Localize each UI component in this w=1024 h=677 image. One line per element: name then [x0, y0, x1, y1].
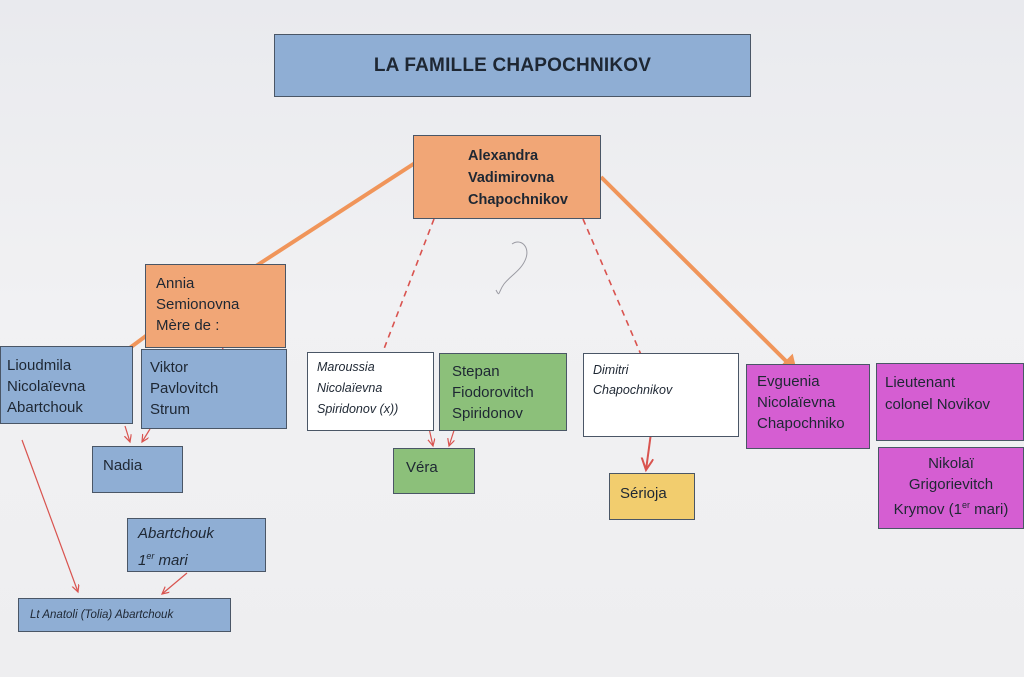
- node-krymov-name: Krymov (1: [893, 501, 962, 518]
- node-krymov: Nikolaï Grigorievitch Krymov (1er mari): [878, 447, 1024, 529]
- node-maroussia-line-2: Nicolaïevna: [317, 381, 383, 395]
- node-krymov-ordinal-sup: er: [962, 500, 971, 510]
- node-stepan-line-3: Spiridonov: [452, 405, 523, 422]
- node-abartchouk: Abartchouk 1er mari: [127, 518, 266, 572]
- node-abartchouk-ordinal: 1: [138, 552, 147, 569]
- link-alexandra-dimitri: [582, 218, 643, 358]
- node-krymov-line-3: Krymov (1er mari): [879, 495, 1023, 520]
- pencil-scribble: [495, 241, 528, 295]
- node-dimitri-line-1: Dimitri: [593, 363, 629, 377]
- node-abartchouk-ordinal-sup: er: [146, 551, 155, 561]
- node-abartchouk-line-2: 1er mari: [138, 545, 265, 572]
- node-krymov-line-1: Nikolaï: [928, 455, 974, 472]
- link-alexandra-annia: [254, 161, 417, 268]
- node-maroussia: Maroussia Nicolaïevna Spiridonov (x)): [307, 352, 434, 431]
- node-viktor-line-3: Strum: [150, 401, 191, 418]
- node-nadia: Nadia: [92, 446, 183, 493]
- link-lioudmila-tolia: [21, 439, 78, 592]
- link-alexandra-maroussia: [381, 218, 435, 355]
- node-dimitri-line-2: Chapochnikov: [593, 383, 673, 397]
- node-viktor-line-1: Viktor: [150, 359, 189, 376]
- node-annia-line-2: Semionovna: [156, 296, 240, 313]
- link-alexandra-evguenia: [599, 175, 799, 374]
- node-evguenia: Evguenia Nicolaïevna Chapochniko: [746, 364, 870, 449]
- node-viktor-line-2: Pavlovitch: [150, 380, 219, 397]
- node-alexandra-line-3: Chapochnikov: [468, 192, 568, 208]
- node-abartchouk-line-1: Abartchouk: [138, 525, 214, 542]
- node-abartchouk-rest: mari: [154, 552, 188, 569]
- node-evguenia-line-3: Chapochniko: [757, 415, 845, 432]
- node-maroussia-line-3: Spiridonov (x)): [317, 402, 399, 416]
- node-alexandra-line-2: Vadimirovna: [468, 170, 555, 186]
- node-evguenia-line-1: Evguenia: [757, 373, 820, 390]
- node-stepan: Stepan Fiodorovitch Spiridonov: [439, 353, 567, 431]
- node-viktor: Viktor Pavlovitch Strum: [141, 349, 287, 429]
- diagram-title: LA FAMILLE CHAPOCHNIKOV: [274, 34, 751, 97]
- node-vera: Véra: [393, 448, 475, 494]
- node-novikov-line-2: colonel Novikov: [885, 396, 991, 413]
- node-novikov: Lieutenant colonel Novikov: [876, 363, 1024, 441]
- node-annia-line-3: Mère de :: [156, 317, 220, 334]
- link-viktor-nadia: [142, 428, 151, 442]
- node-krymov-rest: mari): [970, 501, 1009, 518]
- node-dimitri: Dimitri Chapochnikov: [583, 353, 739, 437]
- link-lioudmila-nadia: [125, 425, 130, 442]
- node-lioudmila-line-2: Nicolaïevna: [7, 378, 86, 395]
- node-maroussia-line-1: Maroussia: [317, 360, 375, 374]
- node-lioudmila-line-3: Abartchouk: [7, 399, 83, 416]
- node-lioudmila: Lioudmila Nicolaïevna Abartchouk: [0, 346, 133, 424]
- node-stepan-line-2: Fiodorovitch: [452, 384, 534, 401]
- node-evguenia-line-2: Nicolaïevna: [757, 394, 836, 411]
- node-lioudmila-line-1: Lioudmila: [7, 357, 72, 374]
- link-abartchouk-tolia: [162, 572, 188, 594]
- node-alexandra: Alexandra Vadimirovna Chapochnikov: [413, 135, 601, 219]
- node-krymov-line-2: Grigorievitch: [908, 476, 994, 493]
- node-serioja: Sérioja: [609, 473, 695, 520]
- node-annia-line-1: Annia: [156, 275, 195, 292]
- node-annia: Annia Semionovna Mère de :: [145, 264, 286, 348]
- node-alexandra-line-1: Alexandra: [468, 148, 539, 164]
- link-dimitri-serioja: [646, 432, 651, 470]
- node-tolia: Lt Anatoli (Tolia) Abartchouk: [18, 598, 231, 632]
- node-novikov-line-1: Lieutenant: [885, 374, 956, 391]
- node-stepan-line-1: Stepan: [452, 363, 500, 380]
